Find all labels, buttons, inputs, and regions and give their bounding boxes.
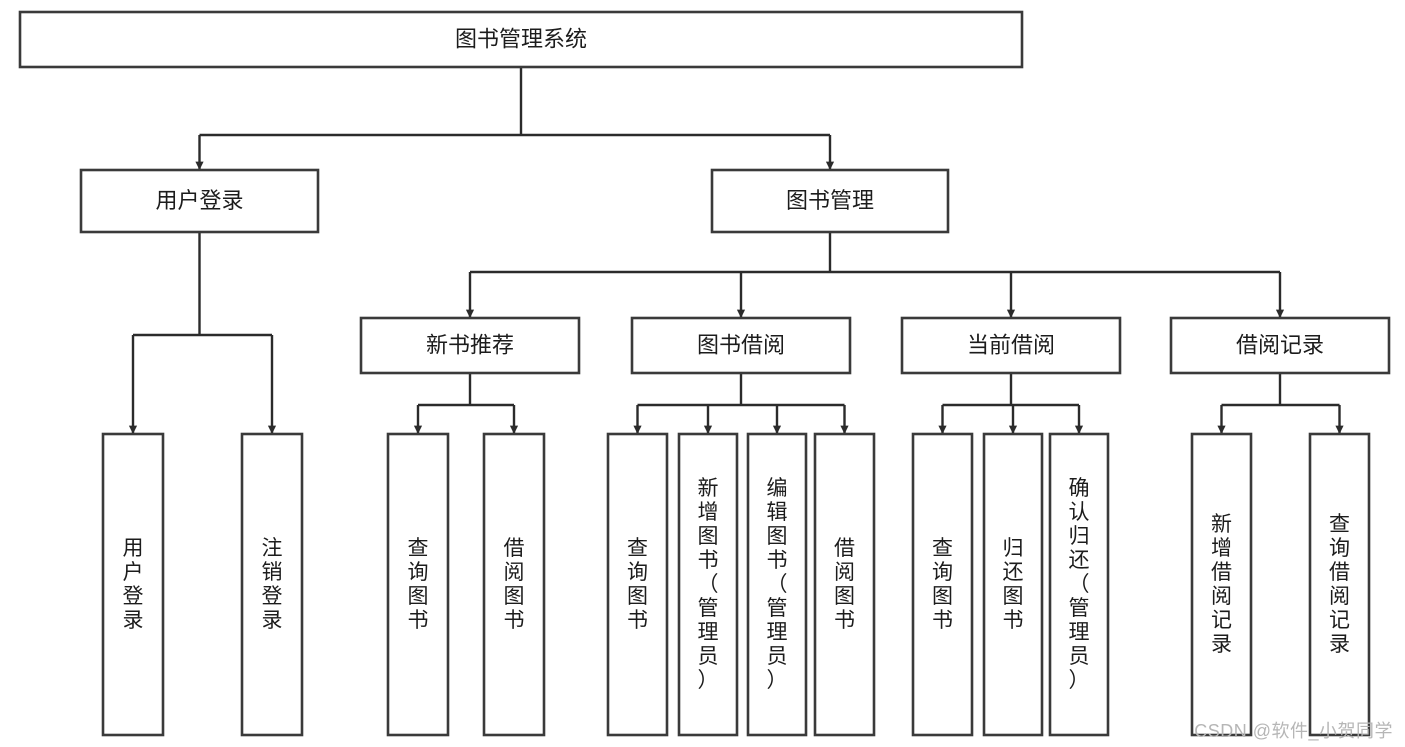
node-box-user-logout-leaf: [240, 432, 304, 737]
connectors-layer: [128, 67, 1344, 434]
node-user-logout-leaf[interactable]: 注销登录: [240, 432, 304, 737]
node-box-current-query-book: [911, 432, 974, 737]
node-box-records-add-record: [1190, 432, 1253, 737]
node-label-current-query-book: 查询图书: [932, 537, 953, 632]
node-box-new-book-recommend: [359, 316, 581, 375]
node-borrow-records[interactable]: 借阅记录: [1169, 316, 1391, 375]
node-borrow-add-book[interactable]: 新增图书（管理员）: [677, 432, 739, 737]
node-label-borrow-add-book: 新增图书（管理员）: [698, 477, 719, 692]
node-recommend-borrow-book[interactable]: 借阅图书: [482, 432, 546, 737]
node-label-borrow-borrow-book: 借阅图书: [834, 537, 855, 632]
node-label-recommend-query-book: 查询图书: [408, 537, 429, 632]
node-label-user-logout-leaf: 注销登录: [262, 537, 283, 632]
node-current-return-book[interactable]: 归还图书: [982, 432, 1044, 737]
node-box-current-borrow: [900, 316, 1122, 375]
node-current-borrow[interactable]: 当前借阅: [900, 316, 1122, 375]
node-label-borrow-edit-book: 编辑图书（管理员）: [767, 477, 788, 692]
node-box-user-login-leaf: [101, 432, 165, 737]
node-current-confirm-return[interactable]: 确认归还（管理员）: [1048, 432, 1110, 737]
node-label-current-return-book: 归还图书: [1003, 537, 1024, 632]
node-current-query-book[interactable]: 查询图书: [911, 432, 974, 737]
node-root[interactable]: 图书管理系统: [18, 10, 1024, 69]
node-label-book-management: 图书管理: [786, 188, 874, 213]
node-label-root: 图书管理系统: [455, 26, 587, 51]
node-box-book-management: [710, 168, 950, 234]
node-box-records-query-record: [1308, 432, 1371, 737]
node-box-current-return-book: [982, 432, 1044, 737]
node-box-current-confirm-return: [1048, 432, 1110, 737]
node-box-root: [18, 10, 1024, 69]
node-box-recommend-borrow-book: [482, 432, 546, 737]
node-box-borrow-edit-book: [746, 432, 808, 737]
node-user-login[interactable]: 用户登录: [79, 168, 320, 234]
node-box-borrow-add-book: [677, 432, 739, 737]
node-box-borrow-records: [1169, 316, 1391, 375]
node-label-records-add-record: 新增借阅记录: [1211, 513, 1232, 656]
node-label-new-book-recommend: 新书推荐: [426, 332, 514, 357]
node-label-book-borrow: 图书借阅: [697, 332, 785, 357]
node-label-borrow-query-book: 查询图书: [627, 537, 648, 632]
node-book-borrow[interactable]: 图书借阅: [630, 316, 852, 375]
node-new-book-recommend[interactable]: 新书推荐: [359, 316, 581, 375]
node-label-recommend-borrow-book: 借阅图书: [504, 537, 525, 632]
node-records-add-record[interactable]: 新增借阅记录: [1190, 432, 1253, 737]
node-recommend-query-book[interactable]: 查询图书: [386, 432, 450, 737]
node-label-current-borrow: 当前借阅: [967, 332, 1055, 357]
node-label-user-login-leaf: 用户登录: [123, 537, 144, 632]
watermark: CSDN @软件_小贺同学: [1194, 721, 1393, 741]
node-box-user-login: [79, 168, 320, 234]
node-borrow-edit-book[interactable]: 编辑图书（管理员）: [746, 432, 808, 737]
node-label-records-query-record: 查询借阅记录: [1329, 513, 1350, 656]
node-box-recommend-query-book: [386, 432, 450, 737]
nodes-layer: 图书管理系统用户登录用户登录注销登录图书管理新书推荐查询图书借阅图书图书借阅查询…: [18, 10, 1391, 737]
node-user-login-leaf[interactable]: 用户登录: [101, 432, 165, 737]
node-label-borrow-records: 借阅记录: [1236, 332, 1324, 357]
node-label-user-login: 用户登录: [155, 188, 243, 213]
node-book-management[interactable]: 图书管理: [710, 168, 950, 234]
node-borrow-borrow-book[interactable]: 借阅图书: [813, 432, 876, 737]
node-borrow-query-book[interactable]: 查询图书: [606, 432, 669, 737]
node-box-borrow-query-book: [606, 432, 669, 737]
node-label-current-confirm-return: 确认归还（管理员）: [1069, 477, 1090, 692]
node-box-borrow-borrow-book: [813, 432, 876, 737]
node-records-query-record[interactable]: 查询借阅记录: [1308, 432, 1371, 737]
node-box-book-borrow: [630, 316, 852, 375]
